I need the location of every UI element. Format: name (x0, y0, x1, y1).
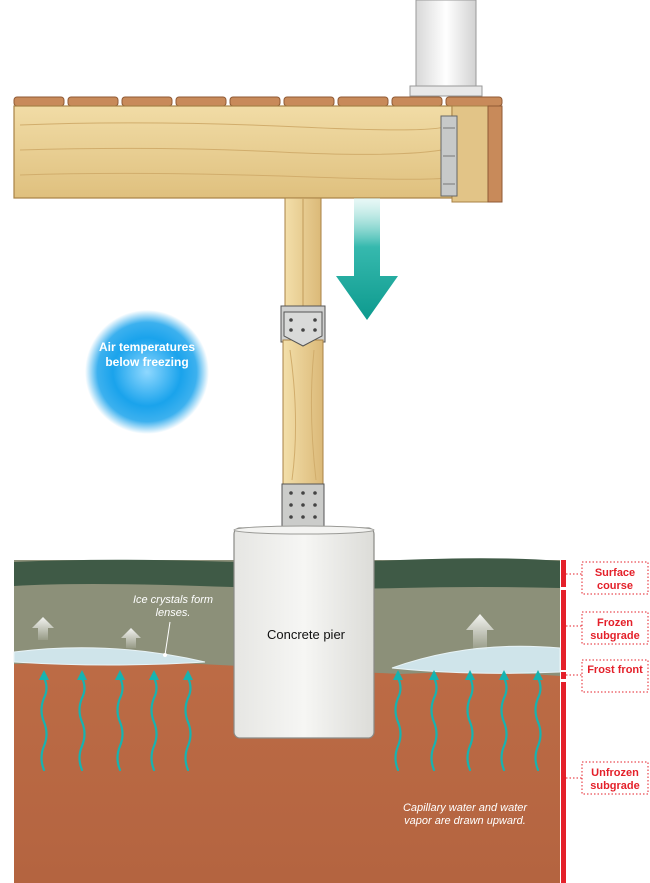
air-glow (85, 310, 209, 434)
zone-label-frost-front: Frost front (587, 664, 643, 676)
ice-lens-left (13, 647, 206, 666)
deck-boards (13, 96, 503, 107)
ice-lenses-label: Ice crystals form lenses. (132, 594, 214, 619)
zone-label-unfrozen-subgrade: Unfrozen subgrade (590, 767, 640, 792)
post-base-icon (281, 483, 325, 529)
concrete-pier (233, 525, 375, 739)
load-arrow-icon (336, 198, 398, 320)
heave-arrow-icon (32, 614, 494, 650)
rim-joist (451, 105, 503, 203)
zone-markers (561, 560, 566, 883)
zone-leaders (566, 561, 649, 795)
air-temperature-label: Air temperatures below freezing (98, 340, 196, 369)
railing-post (409, 0, 483, 97)
water-arrow-heads (39, 670, 543, 680)
post-bracket-icon (283, 311, 323, 347)
ice-lens-right (391, 645, 561, 674)
water-wave-arrow-icon (40, 676, 542, 772)
zone-label-frozen-subgrade: Frozen subgrade (590, 617, 640, 642)
joist-hanger-icon (440, 115, 458, 197)
capillary-label: Capillary water and water vapor are draw… (402, 802, 528, 827)
ice-callout-line (164, 621, 171, 656)
pier-label: Concrete pier (266, 627, 346, 642)
zone-label-surface-course: Surface course (594, 567, 636, 592)
deck-beam (13, 105, 454, 199)
